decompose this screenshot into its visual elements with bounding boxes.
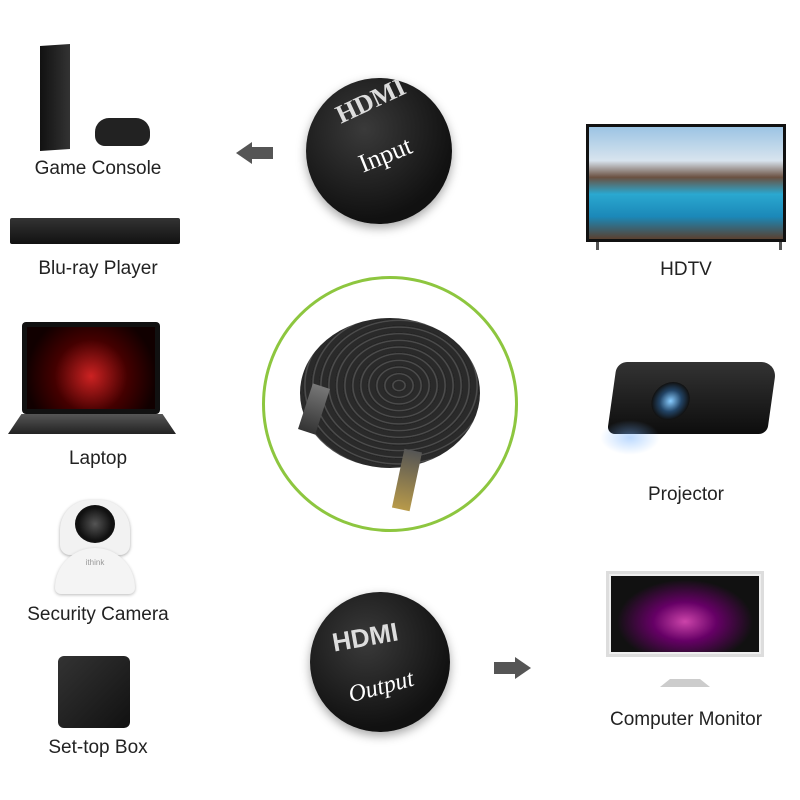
label-settop-box: Set-top Box (48, 737, 148, 758)
input-label: Input (354, 130, 417, 179)
monitor-stand (660, 657, 710, 687)
laptop-image (22, 322, 160, 414)
bluray-player-image (10, 218, 180, 244)
camera-brand-logo: ithink (85, 558, 105, 567)
hdmi-logo-output: HDMI (329, 616, 401, 658)
label-projector: Projector (647, 484, 725, 505)
gamepad-image (95, 118, 150, 146)
hdmi-cable-coil-image (300, 318, 480, 468)
projector-light (600, 420, 660, 455)
computer-monitor-image (606, 571, 764, 657)
game-console-image (40, 43, 70, 152)
arrow-right-icon (494, 657, 534, 679)
hdmi-output-connector-closeup: HDMI Output (310, 592, 450, 732)
label-computer-monitor: Computer Monitor (609, 709, 763, 730)
label-game-console: Game Console (34, 158, 162, 179)
label-bluray-player: Blu-ray Player (38, 258, 158, 279)
hdtv-image (586, 124, 786, 242)
label-hdtv: HDTV (660, 259, 712, 280)
label-security-camera: Security Camera (27, 604, 169, 625)
label-laptop: Laptop (68, 448, 128, 469)
security-camera-image (60, 500, 130, 555)
arrow-left-icon (236, 142, 276, 164)
green-ring (262, 276, 518, 532)
hdmi-input-connector-closeup: HDMI Input (306, 78, 452, 224)
camera-base: ithink (55, 548, 135, 594)
settop-box-image (58, 656, 130, 728)
hdtv-stand (596, 242, 782, 250)
output-label: Output (345, 665, 417, 709)
hdmi-logo-input: HDMI (331, 78, 411, 130)
laptop-base (8, 414, 176, 434)
